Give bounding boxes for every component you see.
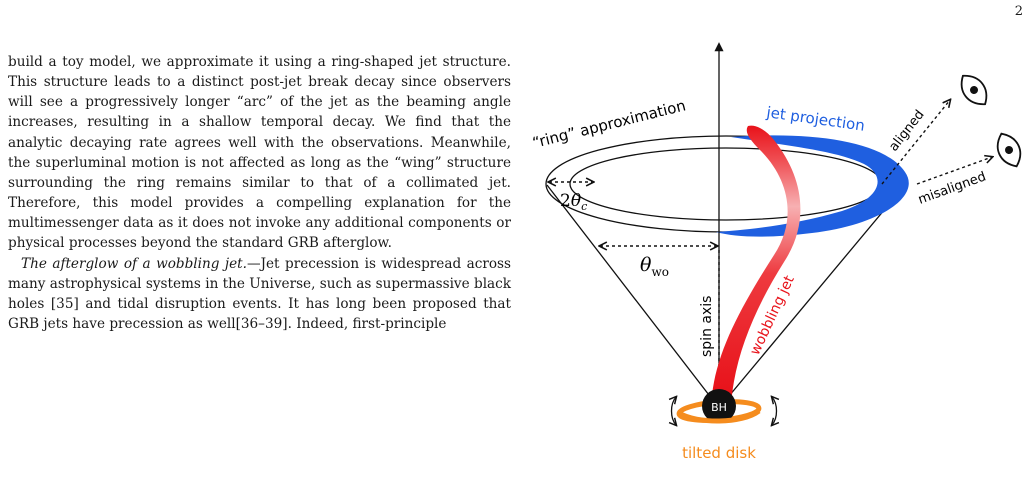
figure-svg: BH tilted disk 2θc θwo spin axis wobblin… [531,42,1022,462]
bh-label: BH [711,401,727,414]
aligned-label: aligned [886,107,927,154]
wobbling-jet-ribbon [712,125,801,396]
black-hole [702,389,736,423]
eye-icon-misaligned [996,132,1022,168]
theta-c-subscript: c [581,200,587,213]
theta-c-label: 2θc [560,191,587,213]
eye-icon-aligned [960,74,988,106]
section-run-in-heading: The afterglow of a wobbling jet. [21,255,247,272]
wobble-arrow-left-icon [672,397,677,425]
tilted-disk-front [677,408,761,424]
wobble-arrow-right-icon [772,397,777,425]
theta-c-coef: 2 [560,191,571,211]
theta-wo-subscript: wo [651,265,669,279]
paragraph-wobbling-jet-text: Jet precession is widespread across many… [8,255,511,333]
cone-left-edge [546,184,720,409]
theta-wo-label: θwo [640,254,669,279]
paragraph-ring-model: build a toy model, we approximate it usi… [8,54,511,252]
cone-right-edge [718,184,906,409]
spin-axis-label: spin axis [699,296,715,357]
tilted-disk-label: tilted disk [682,444,756,462]
theta-wo-symbol: θ [640,254,652,276]
paragraph-wobbling-jet: The afterglow of a wobbling jet.—Jet pre… [8,254,511,335]
page-number: 2 [1014,4,1023,19]
misaligned-label: misaligned [916,169,988,207]
jet-projection-crescent [716,135,909,237]
aligned-arrow [881,100,950,185]
wobbling-jet-figure: BH tilted disk 2θc θwo spin axis wobblin… [512,0,1031,487]
ring-approximation-label: “ring” approximation [531,96,688,152]
theta-c-symbol: θ [571,191,581,211]
body-text-column: build a toy model, we approximate it usi… [8,52,511,334]
jet-projection-label: jet projection [764,103,866,135]
em-dash: — [246,255,261,272]
ring-inner-ellipse [569,147,883,221]
misaligned-arrow [916,157,992,185]
